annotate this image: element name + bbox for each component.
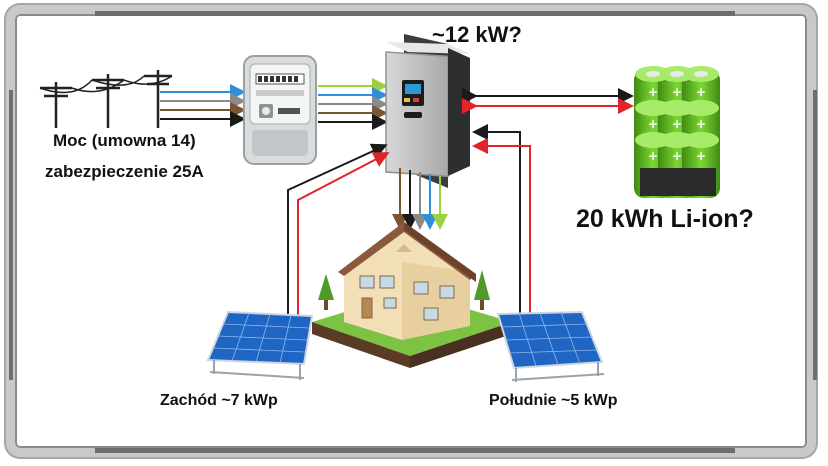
svg-text:+: + [696, 85, 706, 99]
svg-text:+: + [648, 85, 658, 99]
svg-text:+: + [648, 149, 658, 163]
energy-meter-icon [243, 55, 317, 165]
inverter-battery-wires [462, 88, 634, 114]
frame-right-bar [813, 90, 817, 380]
south-panel-wires [472, 124, 531, 318]
house-icon [312, 222, 512, 368]
frame-left-bar [9, 90, 13, 380]
svg-text:+: + [672, 85, 682, 99]
battery-bank-icon: + + + + + + + + + [634, 66, 720, 198]
tree-icon [318, 270, 490, 310]
grid-fuse-label: zabezpieczenie 25A [45, 162, 204, 181]
svg-text:+: + [672, 117, 682, 131]
svg-text:+: + [696, 117, 706, 131]
battery-capacity-label: 20 kWh Li-ion? [576, 205, 754, 233]
solar-panel-south-icon [496, 310, 605, 382]
west-panel-wires [287, 143, 390, 318]
frame-bottom-bar [95, 448, 735, 453]
solar-panel-west-icon [206, 310, 314, 380]
grid-contract-label: Moc (umowna 14) [53, 131, 196, 150]
inverter-icon [385, 34, 470, 188]
frame-top-bar [95, 11, 735, 16]
south-panel-label: Południe ~5 kWp [489, 392, 618, 409]
inverter-power-label: ~12 kW? [432, 22, 522, 47]
inverter-to-house-wires [392, 168, 448, 230]
svg-text:+: + [672, 149, 682, 163]
svg-text:+: + [648, 117, 658, 131]
meter-to-inverter-wires [318, 78, 388, 130]
power-poles-icon [39, 70, 173, 128]
west-panel-label: Zachód ~7 kWp [160, 392, 278, 409]
svg-text:+: + [696, 149, 706, 163]
grid-to-meter-wires [160, 84, 246, 127]
